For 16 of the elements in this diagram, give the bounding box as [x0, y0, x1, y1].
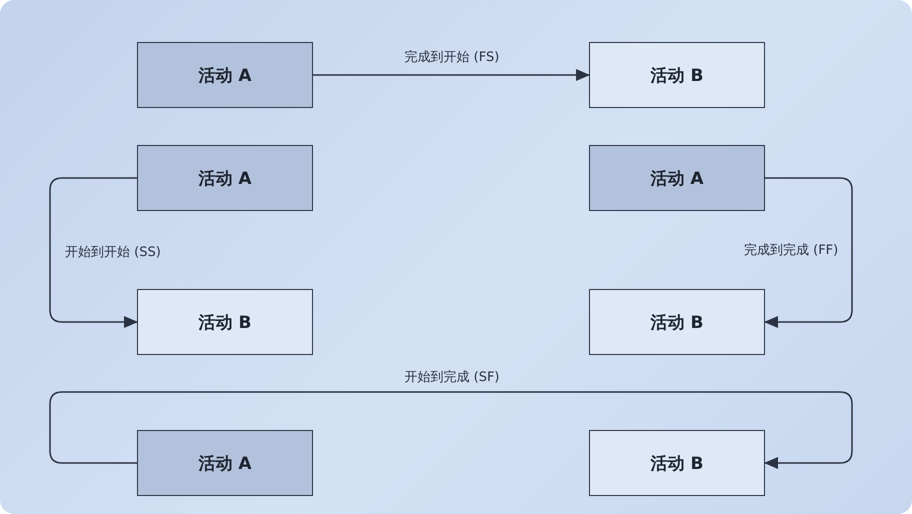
activity-box: 活动 B: [589, 430, 765, 496]
edge-label: 开始到开始 (SS): [65, 244, 161, 261]
activity-box: 活动 B: [589, 289, 765, 355]
activity-box: 活动 A: [137, 42, 313, 108]
arrow: [49, 391, 853, 469]
arrow: [49, 177, 138, 328]
activity-box: 活动 A: [137, 430, 313, 496]
arrow: [313, 69, 590, 81]
activity-box: 活动 B: [137, 289, 313, 355]
activity-box: 活动 A: [589, 145, 765, 211]
activity-box: 活动 A: [137, 145, 313, 211]
arrow: [764, 177, 853, 328]
edge-label: 完成到完成 (FF): [744, 242, 838, 259]
activity-box: 活动 B: [589, 42, 765, 108]
edge-label: 开始到完成 (SF): [404, 369, 500, 386]
edge-label: 完成到开始 (FS): [404, 49, 500, 66]
